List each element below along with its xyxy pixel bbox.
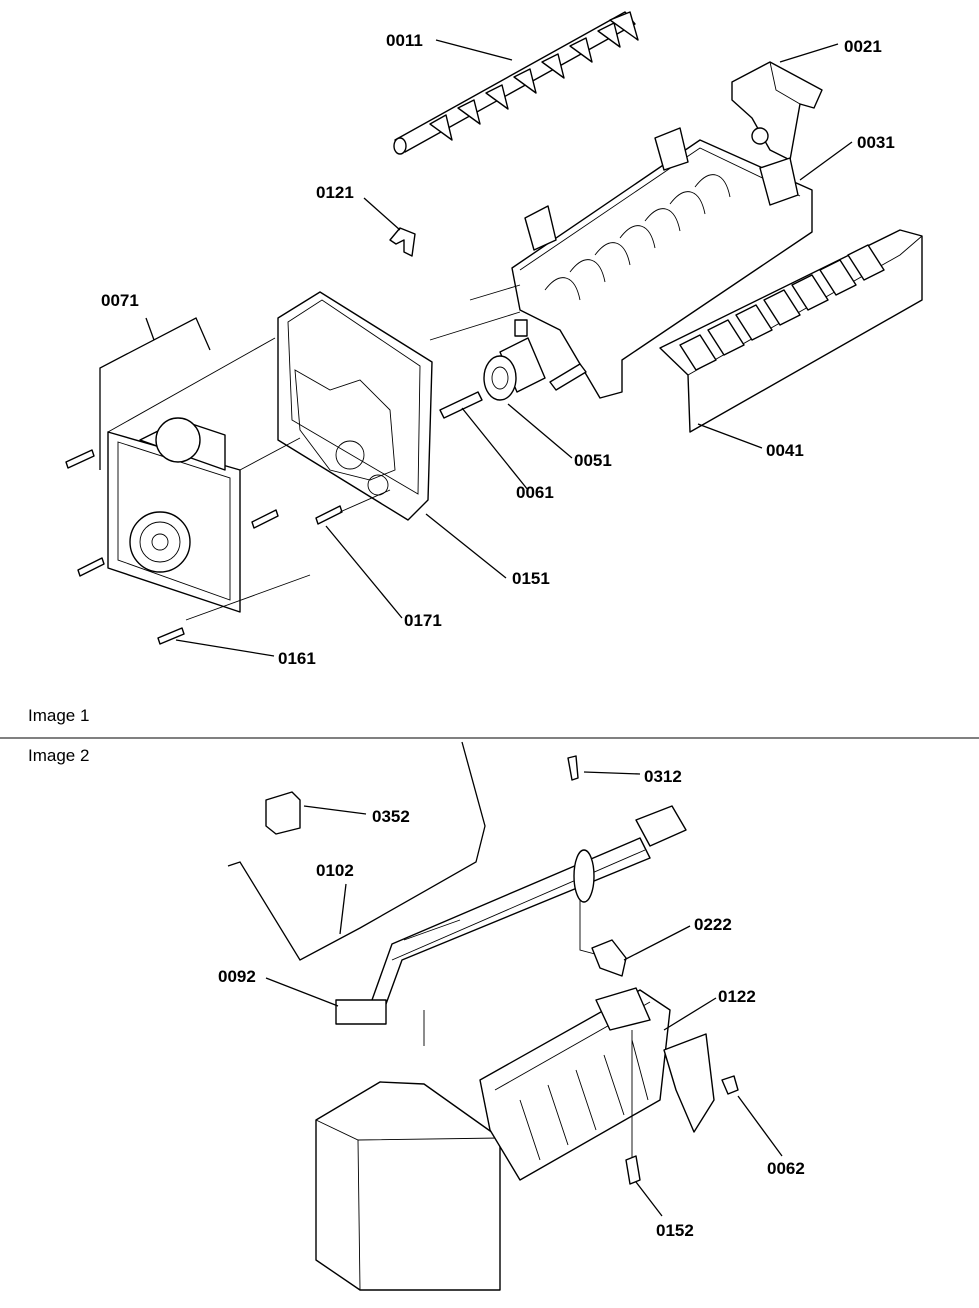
callout-0171: 0171 bbox=[404, 611, 442, 630]
callout-0092: 0092 bbox=[218, 967, 256, 986]
pin-part bbox=[549, 363, 587, 391]
callout-0352: 0352 bbox=[372, 807, 410, 826]
clip-part bbox=[389, 227, 416, 257]
front-cover-part bbox=[659, 229, 923, 433]
motor-part bbox=[483, 319, 546, 401]
callout-0021: 0021 bbox=[844, 37, 882, 56]
fill-cup-part bbox=[731, 61, 823, 161]
callout-0041: 0041 bbox=[766, 441, 804, 460]
callout-0222: 0222 bbox=[694, 915, 732, 934]
image1-leader-lines bbox=[99, 39, 853, 657]
callout-0312: 0312 bbox=[644, 767, 682, 786]
image2-leader-lines bbox=[265, 771, 783, 1217]
callout-0102: 0102 bbox=[316, 861, 354, 880]
callout-0061: 0061 bbox=[516, 483, 554, 502]
ejector-blade-part bbox=[393, 11, 639, 155]
screw-0152-part bbox=[625, 1155, 641, 1185]
callout-0011: 0011 bbox=[386, 31, 423, 50]
clip-0352-part bbox=[265, 791, 301, 835]
callout-0152: 0152 bbox=[656, 1221, 694, 1240]
shutoff-arm-part bbox=[227, 741, 486, 961]
image-2-caption: Image 2 bbox=[28, 746, 89, 765]
wire-harness-part bbox=[335, 805, 687, 1046]
clip-0222-part bbox=[591, 939, 627, 977]
ice-mold-part bbox=[469, 127, 813, 399]
callout-0031: 0031 bbox=[857, 133, 895, 152]
callout-0151: 0151 bbox=[512, 569, 550, 588]
screws bbox=[65, 449, 343, 645]
part-0062 bbox=[721, 1075, 739, 1095]
callout-0122: 0122 bbox=[718, 987, 756, 1006]
ice-maker-assembly-part bbox=[315, 987, 715, 1291]
callout-0062: 0062 bbox=[767, 1159, 805, 1178]
callout-0051: 0051 bbox=[574, 451, 612, 470]
callout-0161: 0161 bbox=[278, 649, 316, 668]
shaft-part bbox=[439, 391, 483, 419]
callout-0121: 0121 bbox=[316, 183, 354, 202]
screw-0312-part bbox=[567, 755, 579, 781]
housing-part bbox=[277, 291, 433, 521]
image-1-caption: Image 1 bbox=[28, 706, 89, 725]
control-module-part bbox=[107, 337, 301, 613]
callout-0071: 0071 bbox=[101, 291, 139, 310]
